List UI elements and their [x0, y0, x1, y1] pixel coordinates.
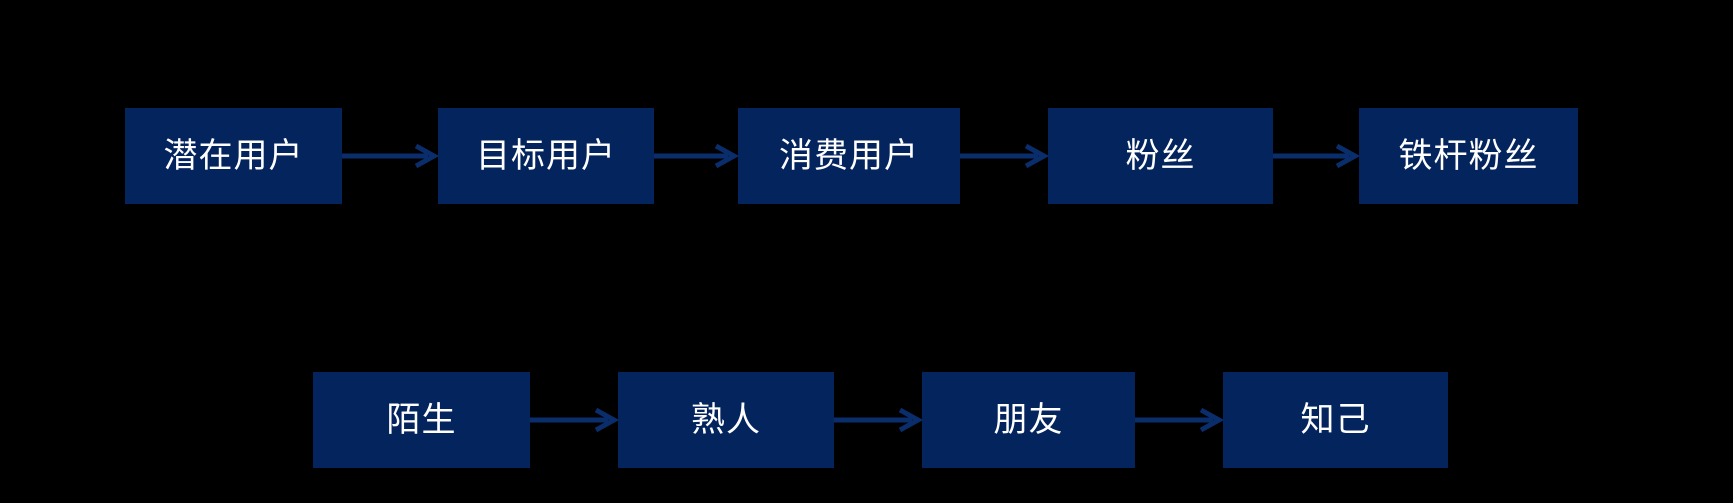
node-confidant[interactable]: 知己 [1223, 372, 1448, 468]
node-friend[interactable]: 朋友 [922, 372, 1135, 468]
node-label: 熟人 [691, 401, 761, 439]
node-label: 粉丝 [1125, 137, 1196, 175]
arrow-right-icon [654, 108, 740, 204]
node-label: 陌生 [386, 401, 457, 439]
flow-row-relationship-funnel: 陌生 熟人 朋友 知己 [313, 372, 1448, 468]
flow-row-user-funnel: 潜在用户 目标用户 消费用户 粉丝 [125, 108, 1578, 204]
node-label: 铁杆粉丝 [1398, 137, 1539, 175]
node-acquaintance[interactable]: 熟人 [618, 372, 834, 468]
node-target-user[interactable]: 目标用户 [438, 108, 654, 204]
node-hardcore-fan[interactable]: 铁杆粉丝 [1359, 108, 1578, 204]
arrow-right-icon [1135, 372, 1225, 468]
arrow-right-icon [530, 372, 620, 468]
node-potential-user[interactable]: 潜在用户 [125, 108, 342, 204]
node-label: 知己 [1300, 401, 1371, 439]
node-label: 朋友 [993, 401, 1064, 439]
node-label: 潜在用户 [163, 137, 304, 175]
node-fan[interactable]: 粉丝 [1048, 108, 1273, 204]
node-consuming-user[interactable]: 消费用户 [738, 108, 960, 204]
arrow-right-icon [960, 108, 1050, 204]
arrow-right-icon [834, 372, 924, 468]
arrow-right-icon [342, 108, 440, 204]
node-label: 消费用户 [779, 137, 919, 175]
node-label: 目标用户 [476, 137, 616, 175]
arrow-right-icon [1273, 108, 1361, 204]
node-stranger[interactable]: 陌生 [313, 372, 530, 468]
